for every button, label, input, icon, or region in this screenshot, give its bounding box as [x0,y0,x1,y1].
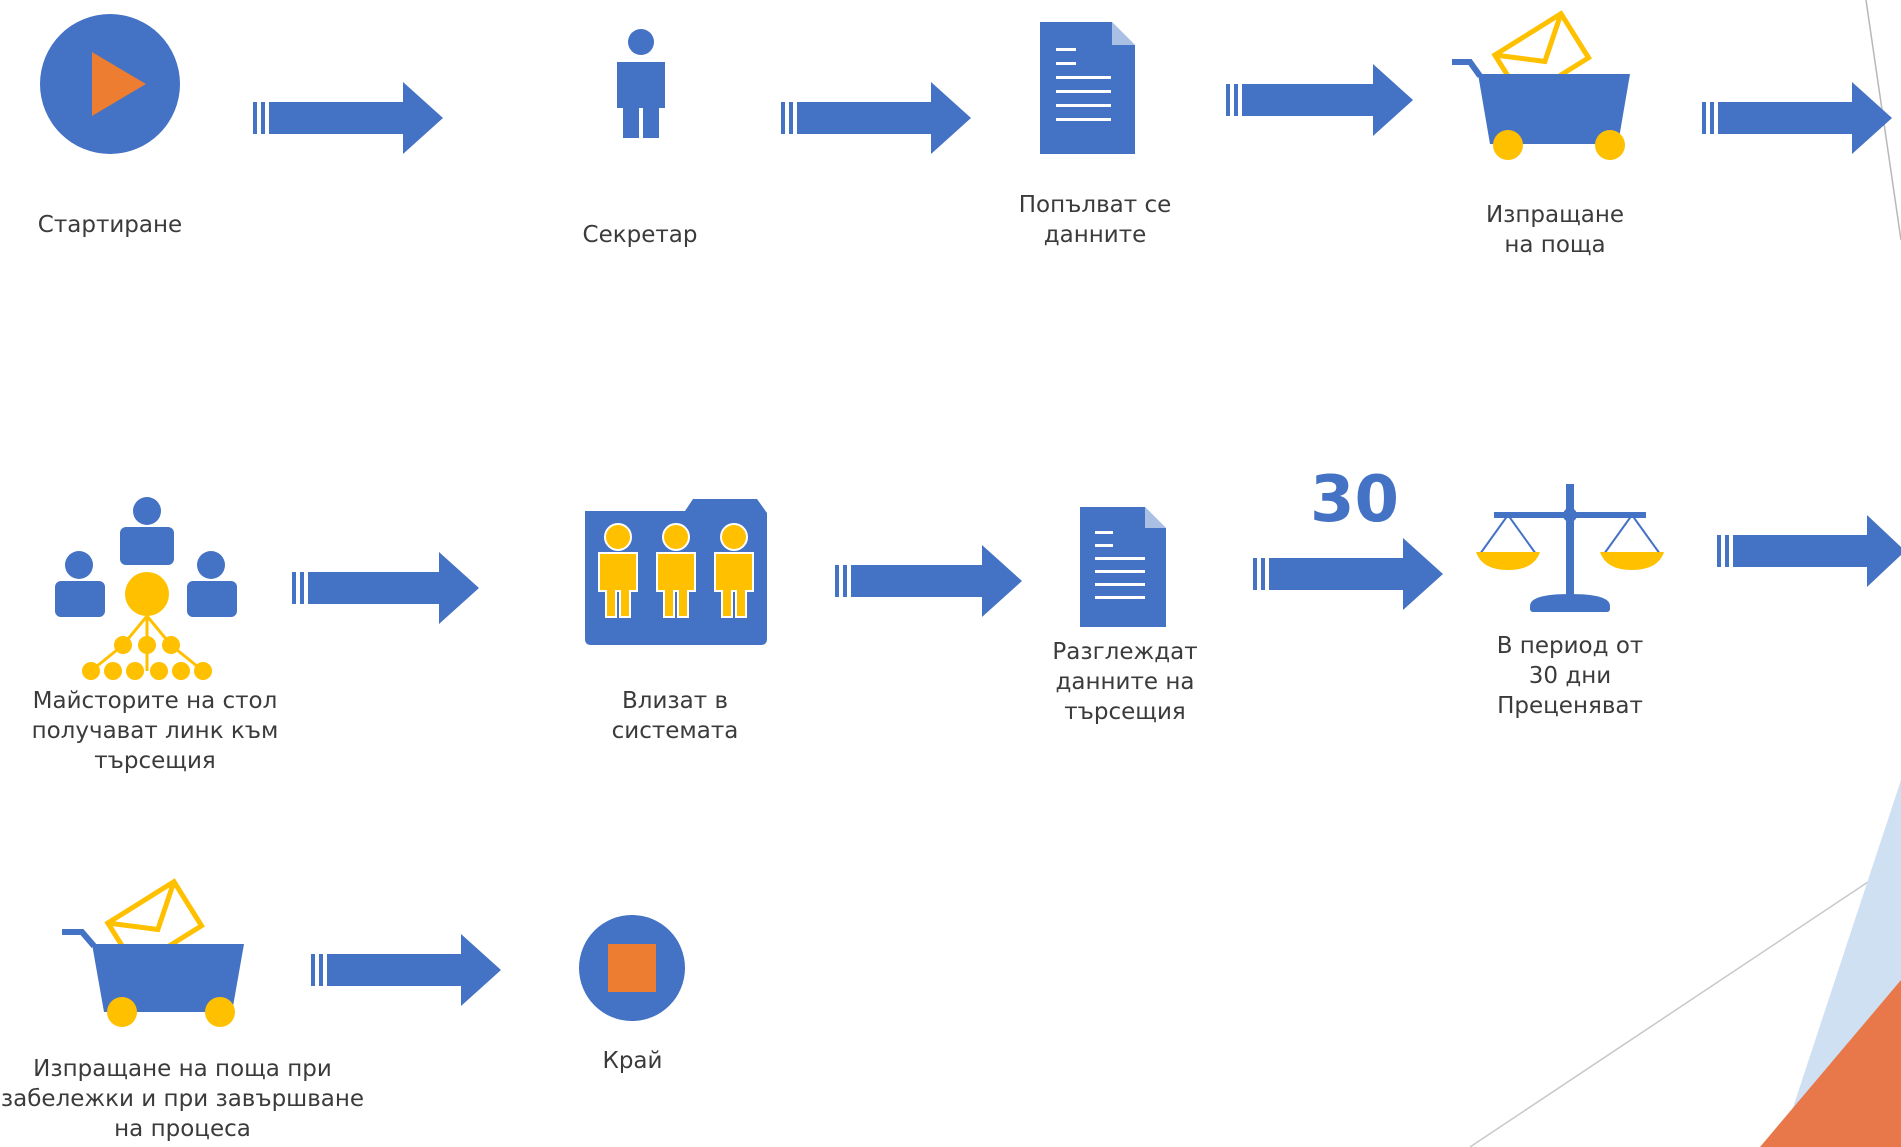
node-review-data-label: Разглеждат данните на търсещия [1052,639,1198,725]
person-icon [617,29,665,138]
arrow-1 [253,82,443,154]
arrow-6 [835,545,1022,617]
mail-cart-icon [62,878,244,1027]
stop-circle-icon [579,915,685,1021]
org-chart-people-icon [55,497,237,680]
days-number: 30 [1310,463,1400,537]
arrow-3 [1226,64,1413,136]
arrow-2 [781,82,971,154]
arrow-5 [292,552,479,624]
node-assess-label: В период от 30 дни Преценяват [1496,633,1644,719]
node-start-label: Стартиране [37,212,183,238]
mail-cart-icon [1452,10,1630,160]
node-secretary-label: Секретар [582,222,698,248]
node-enter-system-label: Влизат в системата [611,688,739,744]
play-circle-icon [40,14,180,154]
node-send-mail-notes-label: Изпращане на поща при забележки и при за… [0,1056,365,1142]
arrow-4 [1702,82,1892,154]
people-folder-icon [585,499,767,645]
arrow-7 [1253,538,1443,610]
node-end-label: Край [602,1048,663,1074]
arrow-8 [1717,515,1901,587]
document-icon [1040,22,1135,154]
node-fill-data-label: Попълват се данните [1018,192,1172,248]
document-icon [1080,507,1166,627]
node-send-mail-label: Изпращане на поща [1485,202,1625,258]
arrow-9 [311,934,501,1006]
scales-icon [1476,484,1664,612]
node-masters-label: Майсторите на стол получават линк към тъ… [31,688,279,774]
